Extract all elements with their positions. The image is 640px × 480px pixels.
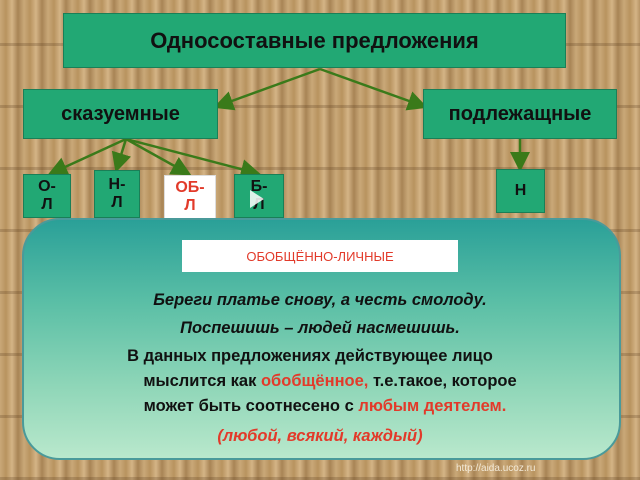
- subtype-nl-top: Н-: [108, 176, 126, 193]
- arrow-to-obl: [125, 137, 192, 176]
- explanation-line-1: В данных предложениях действующее лицо: [127, 347, 493, 365]
- highlight-any-actor: любым деятелем.: [358, 397, 507, 415]
- arrow-to-nl: [111, 138, 131, 173]
- subtype-obl-top: ОБ-: [175, 179, 205, 196]
- explanation-line-2: мыслится как обобщённое, т.е.такое, кото…: [10, 372, 640, 391]
- subtype-obl-bottom: Л: [184, 197, 196, 214]
- example-sentence-2: Поспешишь – людей насмешишь.: [180, 319, 460, 337]
- predicate-branch: сказуемные: [23, 89, 218, 139]
- subject-branch: подлежащные: [423, 89, 617, 139]
- subtype-obl: ОБ- Л: [164, 175, 216, 219]
- subtype-ol-top: О-: [38, 178, 56, 195]
- example-pronouns: (любой, всякий, каждый): [217, 427, 423, 445]
- subtype-nl-bottom: Л: [111, 194, 123, 211]
- watermark: http://aida.ucoz.ru: [456, 463, 536, 474]
- subtype-ol: О- Л: [23, 174, 71, 218]
- subtype-ol-bottom: Л: [41, 196, 53, 213]
- subtype-nl: Н- Л: [94, 170, 140, 218]
- explanation-line-3-start: может быть соотнесено с: [143, 397, 359, 415]
- play-icon[interactable]: [250, 190, 264, 208]
- highlight-generalized: обобщённое,: [260, 372, 369, 390]
- explanation-line-2-start: мыслится как: [143, 372, 261, 390]
- explanation-line-2-end: т.е.такое, которое: [368, 372, 517, 390]
- panel-label: ОБОБЩЁННО-ЛИЧНЫЕ: [182, 240, 458, 272]
- subtype-n: Н: [496, 169, 545, 213]
- arrow-to-predicate: [213, 67, 321, 111]
- diagram-title: Односоставные предложения: [63, 13, 566, 68]
- example-sentence-1: Береги платье снову, а честь смолоду.: [153, 291, 487, 309]
- arrow-to-ol: [47, 137, 127, 176]
- arrow-to-bl: [125, 137, 261, 179]
- explanation-line-3: может быть соотнесено с любым деятелем.: [5, 397, 640, 416]
- arrow-to-subject: [319, 67, 428, 111]
